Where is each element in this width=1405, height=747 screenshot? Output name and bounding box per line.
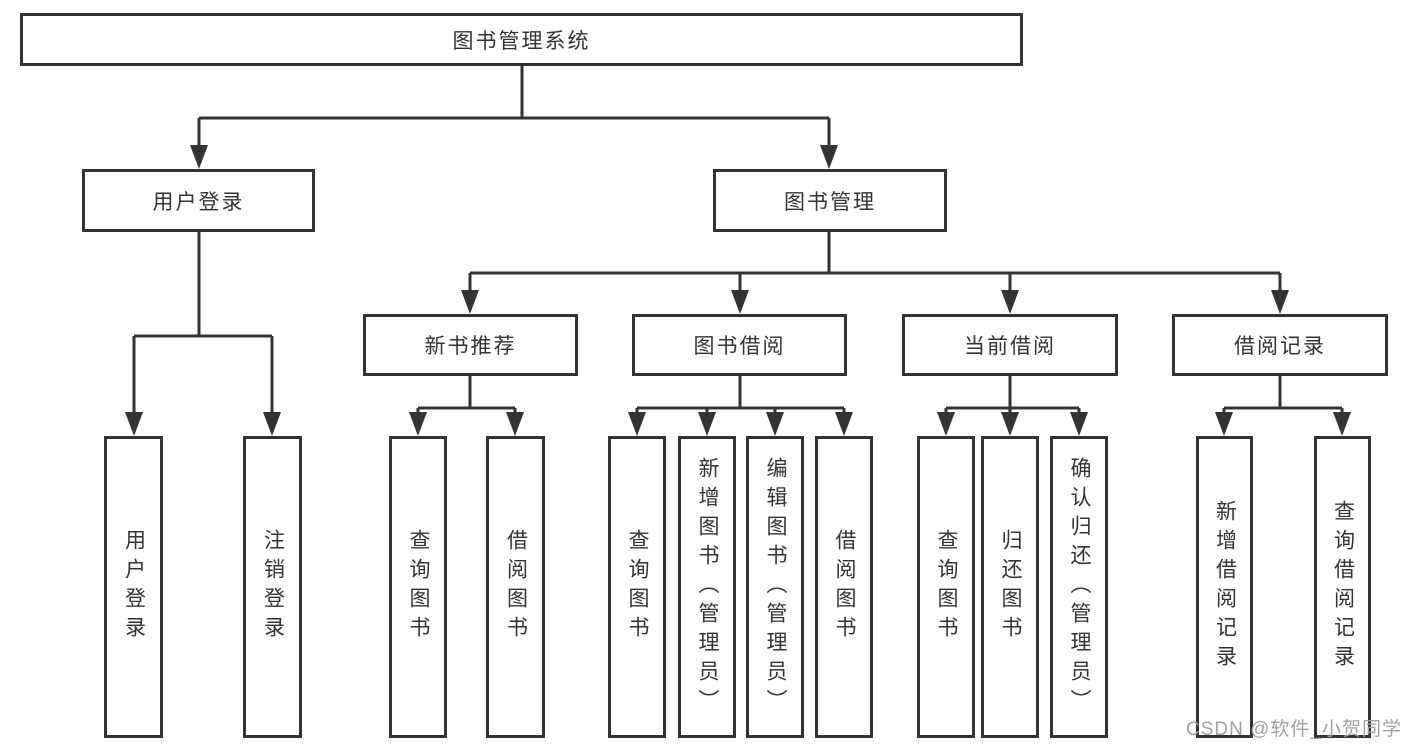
- leaf-borrow-books-borrowing: 借阅图书: [815, 436, 873, 738]
- connector-lines: [132, 66, 1344, 412]
- leaf-query-books-current: 查询图书: [917, 436, 975, 738]
- leaf-add-borrow-record: 新增借阅记录: [1196, 436, 1253, 738]
- leaf-user-login: 用户登录: [104, 436, 163, 738]
- node-user-login: 用户登录: [82, 169, 315, 232]
- leaf-query-books-borrowing: 查询图书: [608, 436, 666, 738]
- leaf-logout: 注销登录: [243, 436, 302, 738]
- node-current-borrowing: 当前借阅: [902, 314, 1118, 376]
- leaf-borrow-books-recommend: 借阅图书: [486, 436, 545, 738]
- node-book-borrowing: 图书借阅: [632, 314, 847, 376]
- node-new-book-recommend: 新书推荐: [363, 314, 578, 376]
- leaf-query-borrow-record: 查询借阅记录: [1314, 436, 1371, 738]
- csdn-watermark: CSDN @软件_小贺同学: [1186, 719, 1402, 740]
- leaf-return-book: 归还图书: [981, 436, 1039, 738]
- node-book-management: 图书管理: [713, 169, 947, 232]
- node-borrowing-records: 借阅记录: [1172, 314, 1388, 376]
- leaf-query-books-recommend: 查询图书: [389, 436, 447, 738]
- leaf-add-book-admin: 新增图书（管理员）: [678, 436, 736, 738]
- leaf-edit-book-admin: 编辑图书（管理员）: [746, 436, 804, 738]
- leaf-confirm-return-admin: 确认归还（管理员）: [1050, 436, 1108, 738]
- arrowhead-icons: [125, 145, 1351, 436]
- node-library-management-system: 图书管理系统: [20, 13, 1023, 66]
